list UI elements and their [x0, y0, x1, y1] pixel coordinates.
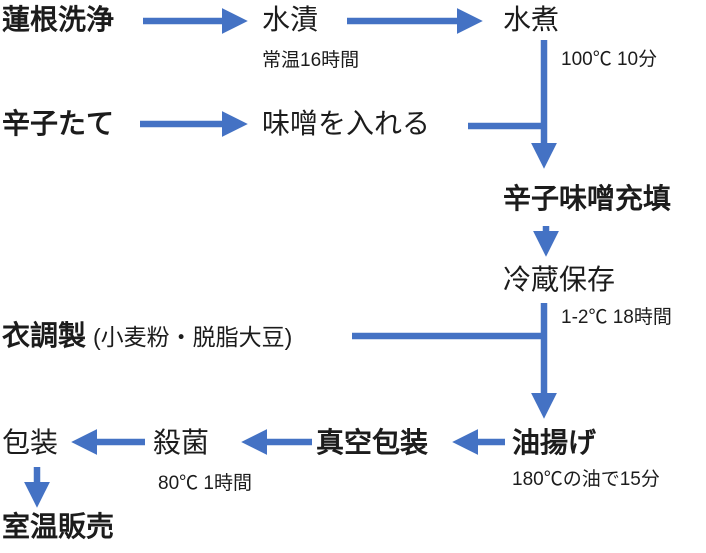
- node-sakkin: 殺菌: [153, 427, 210, 458]
- node-shinku-hoso: 真空包装: [316, 427, 429, 458]
- node-karashitate: 辛子たて: [2, 108, 115, 139]
- node-koromo-chosei: 衣調製(小麦粉・脱脂大豆): [2, 320, 292, 352]
- note-aburaage-condition: 180℃の油で15分: [512, 469, 660, 490]
- koromo-chosei-label: 衣調製: [2, 320, 87, 351]
- node-renkon-senjo: 蓮根洗浄: [2, 4, 115, 35]
- note-sakkin-condition: 80℃ 1時間: [158, 473, 252, 494]
- node-suini: 水煮: [503, 4, 560, 35]
- node-miso-ireru: 味噌を入れる: [262, 108, 431, 139]
- note-mizuzuke-condition: 常温16時間: [262, 50, 360, 71]
- node-aburaage: 油揚げ: [512, 427, 597, 458]
- node-mizuzuke: 水漬: [262, 4, 319, 35]
- node-hoso: 包装: [2, 427, 59, 458]
- node-shitsuon-hanbai: 室温販売: [2, 511, 115, 542]
- koromo-chosei-ingredients: (小麦粉・脱脂大豆): [93, 324, 293, 350]
- node-karashi-miso-juten: 辛子味噌充填: [503, 183, 672, 214]
- note-reizo-condition: 1-2℃ 18時間: [561, 307, 672, 328]
- node-reizo-hozon: 冷蔵保存: [503, 264, 616, 295]
- note-suini-condition: 100℃ 10分: [561, 49, 658, 70]
